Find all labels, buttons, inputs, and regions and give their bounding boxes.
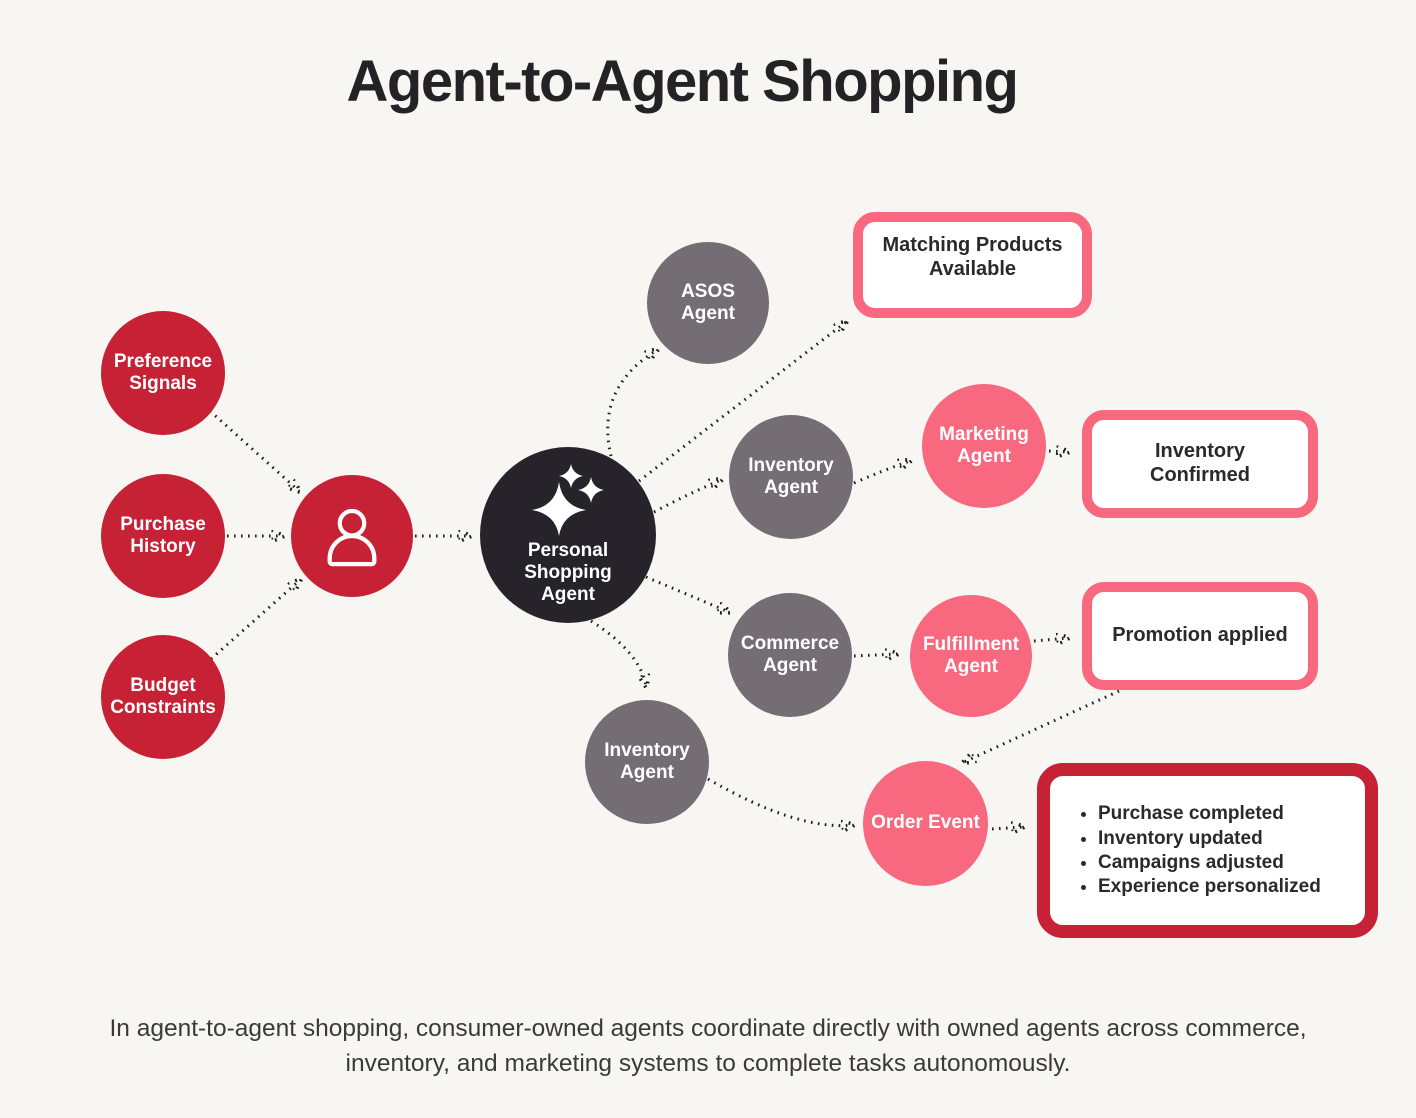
order-results-list: Purchase completed Inventory updated Cam… — [1050, 800, 1321, 901]
node-label: Order Event — [871, 812, 980, 834]
page-title: Agent-to-Agent Shopping — [346, 49, 1020, 114]
outcome-matching-products: Matching Products Available — [853, 212, 1092, 318]
arrow-marketing-to-confirmed — [1048, 451, 1068, 452]
sparkles-icon — [531, 463, 605, 536]
node-label: Fulfillment Agent — [922, 633, 1020, 677]
node-order-event: Order Event — [863, 761, 988, 886]
arrow-hub-to-commerce — [645, 575, 729, 612]
node-preference-signals: Preference Signals — [101, 311, 225, 435]
node-personal-shopping-agent: Personal Shopping Agent — [480, 447, 656, 623]
arrow-hub-to-inventory-top — [653, 480, 721, 514]
arrow-hub-to-asos — [606, 350, 657, 457]
outcome-label: Matching Products Available — [882, 234, 1063, 280]
order-result-item: Campaigns adjusted — [1098, 852, 1321, 873]
person-icon — [318, 502, 386, 570]
arrow-budget-to-consumer — [210, 580, 300, 661]
order-result-item: Experience personalized — [1098, 876, 1321, 897]
arrow-preference-to-consumer — [208, 409, 299, 491]
arrow-fulfillment-to-promo — [1033, 638, 1068, 641]
outcome-label: Inventory Confirmed — [1150, 440, 1250, 486]
node-label: Inventory Agent — [748, 454, 834, 498]
arrow-commerce-to-fulfillment — [853, 654, 897, 656]
node-label: Personal Shopping Agent — [524, 539, 612, 606]
arrow-inventory-to-order — [707, 777, 853, 826]
node-label: Marketing Agent — [939, 423, 1029, 467]
order-result-item: Purchase completed — [1098, 803, 1321, 824]
arrow-inventory-to-marketing — [853, 461, 910, 485]
node-label: Inventory Agent — [604, 739, 690, 783]
node-inventory-agent-top: Inventory Agent — [729, 415, 853, 539]
node-budget-constraints: Budget Constraints — [101, 635, 225, 759]
arrow-hub-to-matching — [638, 322, 846, 483]
outcome-promotion-applied: Promotion applied — [1082, 582, 1318, 690]
node-consumer — [291, 475, 413, 597]
arrow-hub-to-inventory-bottom — [590, 619, 646, 686]
node-label: Purchase History — [120, 513, 206, 557]
node-label: ASOS Agent — [681, 280, 735, 324]
caption: In agent-to-agent shopping, consumer-own… — [109, 1015, 1307, 1077]
node-purchase-history: Purchase History — [101, 474, 225, 598]
node-inventory-agent-bottom: Inventory Agent — [585, 700, 709, 824]
arrow-promo-to-order — [964, 689, 1120, 762]
outcome-inventory-confirmed: Inventory Confirmed — [1082, 410, 1318, 518]
node-fulfillment-agent: Fulfillment Agent — [910, 595, 1032, 717]
order-result-item: Inventory updated — [1098, 828, 1321, 849]
node-marketing-agent: Marketing Agent — [922, 384, 1046, 508]
arrow-order-to-results — [991, 827, 1023, 829]
outcome-label: Promotion applied — [1112, 624, 1288, 647]
node-label: Budget Constraints — [110, 674, 216, 718]
node-commerce-agent: Commerce Agent — [728, 593, 852, 717]
node-asos-agent: ASOS Agent — [647, 242, 769, 364]
node-label: Preference Signals — [113, 350, 213, 394]
node-label: Commerce Agent — [740, 632, 840, 676]
outcome-order-results: Purchase completed Inventory updated Cam… — [1037, 763, 1378, 938]
